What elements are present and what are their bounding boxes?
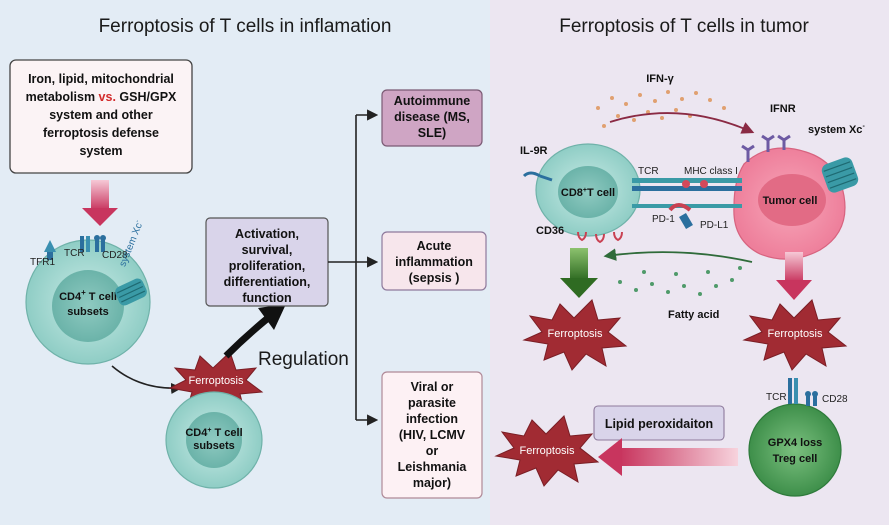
metabolism-line2: metabolism vs. GSH/GPX <box>26 90 177 104</box>
system-xc-label-right: system Xc- <box>808 123 865 136</box>
pdl1-label: PD-L1 <box>700 220 729 231</box>
green-down-arrow <box>560 248 598 298</box>
metabolism-line1: Iron, lipid, mitochondrial <box>28 72 174 86</box>
acute-line2: inflammation <box>395 255 473 269</box>
cd4-t-cell: CD4+ T cell subsets <box>25 239 151 365</box>
cd8-t-cell: CD8+T cell <box>535 143 641 237</box>
metabolism-line4: ferroptosis defense <box>43 126 159 140</box>
pink-down-arrow-right <box>776 252 812 300</box>
ferroptosis-star-tumor: Ferroptosis <box>742 299 848 371</box>
branch-connector <box>328 109 379 426</box>
acute-line3: (sepsis ) <box>409 271 460 285</box>
mhc-label: MHC class I <box>684 166 738 177</box>
cd4-small-label-line1: CD4+ T cell <box>185 427 242 439</box>
left-panel-title: Ferroptosis of T cells in inflamation <box>99 16 392 37</box>
ifn-gamma-label: IFN-γ <box>646 73 674 85</box>
treg-line2: Treg cell <box>773 453 818 465</box>
cd4-cell-label-line2: subsets <box>67 306 109 318</box>
viral-line4: (HIV, LCMV <box>399 428 466 442</box>
system-xc-transporter-icon-right <box>821 157 859 193</box>
treg-line1: GPX4 loss <box>768 437 822 449</box>
ferroptosis-star-cd8: Ferroptosis <box>522 299 628 371</box>
treg-tcr-label: TCR <box>766 392 787 403</box>
ferroptosis-star-tumor-label: Ferroptosis <box>767 328 823 340</box>
acute-line1: Acute <box>417 239 452 253</box>
metabolism-line5: system <box>79 144 122 158</box>
autoimmune-line3: SLE) <box>418 126 446 140</box>
autoimmune-line2: disease (MS, <box>394 110 470 124</box>
cd4-small-label-line2: subsets <box>193 440 235 452</box>
treg-cd28-icon <box>805 391 818 406</box>
fatty-acid-label: Fatty acid <box>668 309 719 321</box>
cd36-label: CD36 <box>536 225 564 237</box>
tcr-mhc-complex-icon <box>632 178 742 191</box>
tcr-label-right: TCR <box>638 166 659 177</box>
ifn-arrow <box>609 112 755 134</box>
regulation-label: Regulation <box>258 349 349 370</box>
lipid-peroxidation-box: Lipid peroxidaiton <box>593 405 725 441</box>
cd4-cell-label-line1: CD4+ T cell <box>59 288 117 303</box>
il9r-receptor-icon <box>522 171 553 182</box>
autoimmune-line1: Autoimmune <box>394 94 470 108</box>
il9r-label: IL-9R <box>520 145 548 157</box>
activation-line1: Activation, <box>235 227 299 241</box>
right-panel-title: Ferroptosis of T cells in tumor <box>559 16 809 37</box>
treg-cell: GPX4 loss Treg cell <box>748 403 842 497</box>
activation-line2: survival, <box>242 243 293 257</box>
cd28-receptor-icon <box>94 235 106 252</box>
regulation-arrow-shaft <box>223 315 271 359</box>
ferroptosis-star-cd8-label: Ferroptosis <box>547 328 603 340</box>
fatty-acid-particles <box>618 266 742 296</box>
activation-line5: function <box>242 291 291 305</box>
viral-line5: or <box>426 444 439 458</box>
regulation-arrow-head <box>258 304 286 330</box>
system-xc-transporter-icon-left <box>115 278 147 306</box>
cd28-label-left: CD28 <box>102 250 128 261</box>
viral-line7: major) <box>413 476 451 490</box>
viral-line3: infection <box>406 412 458 426</box>
viral-infection-box: Viral or parasite infection (HIV, LCMV o… <box>381 371 483 499</box>
activation-line3: proliferation, <box>229 259 305 273</box>
treg-tcr-icon <box>788 378 798 404</box>
ferroptosis-star-bottom: Ferroptosis <box>494 415 600 487</box>
metabolism-line3: system and other <box>49 108 153 122</box>
ferroptosis-star-left-label: Ferroptosis <box>188 375 244 387</box>
tfr1-receptor-icon <box>44 240 56 260</box>
acute-inflammation-box: Acute inflammation (sepsis ) <box>381 231 487 291</box>
tumor-cell: Tumor cell <box>733 147 846 260</box>
viral-line2: parasite <box>408 396 456 410</box>
ferroptosis-star-bottom-label: Ferroptosis <box>519 445 575 457</box>
ifnr-label: IFNR <box>770 103 796 115</box>
metabolism-box: Iron, lipid, mitochondrial metabolism vs… <box>9 59 193 174</box>
activation-line4: differentiation, <box>224 275 311 289</box>
viral-line6: Leishmania <box>398 460 468 474</box>
fatty-acid-arrow <box>603 248 753 263</box>
pd1-label: PD-1 <box>652 214 675 225</box>
lipid-peroxidation-label: Lipid peroxidaiton <box>605 417 713 431</box>
tumor-cell-label: Tumor cell <box>763 195 818 207</box>
viral-line1: Viral or <box>411 380 454 394</box>
pd1-pdl1-complex-icon <box>632 203 742 230</box>
pink-left-arrow <box>598 438 738 476</box>
cd4-t-cell-small: CD4+ T cell subsets <box>165 391 263 489</box>
tfr1-label: TFR1 <box>30 257 55 268</box>
treg-cd28-label: CD28 <box>822 394 848 405</box>
pink-down-arrow-left <box>82 180 118 226</box>
tcr-label-left: TCR <box>64 248 85 259</box>
autoimmune-box: Autoimmune disease (MS, SLE) <box>381 89 483 147</box>
ifn-gamma-particles <box>596 90 726 128</box>
activation-box: Activation, survival, proliferation, dif… <box>205 217 329 307</box>
cd8-cell-label: CD8+T cell <box>561 187 615 199</box>
cd36-receptor-icons <box>577 231 623 244</box>
tcr-receptor-icon <box>80 236 90 252</box>
ifnr-receptor-icons <box>741 134 791 162</box>
